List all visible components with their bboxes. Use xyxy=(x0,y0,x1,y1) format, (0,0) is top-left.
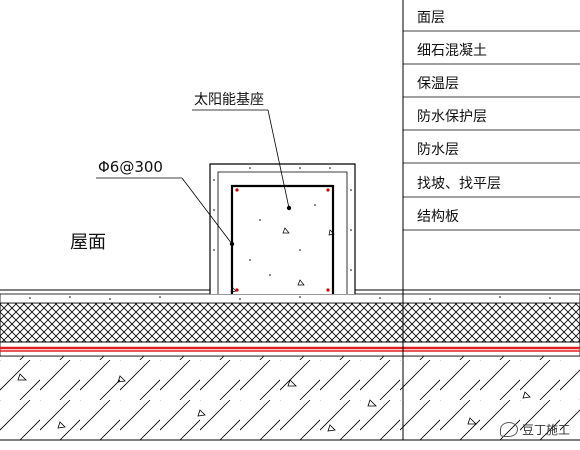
solar-base-inner-outline xyxy=(217,171,348,294)
layer-label-4: 防水层 xyxy=(417,142,459,158)
rebar-leader-dot xyxy=(229,241,235,247)
base-concrete-speckles xyxy=(213,167,352,276)
layer-label-6: 结构板 xyxy=(417,209,459,225)
slab-aggregate-marks xyxy=(17,373,531,432)
base-label-leader-diag xyxy=(267,109,290,209)
solar-base-outline xyxy=(209,163,356,294)
watermark-text: 豆丁施工 xyxy=(521,423,570,437)
insulation-layer xyxy=(0,302,580,343)
layer-label-3: 防水保护层 xyxy=(417,109,487,125)
rebar-label-leader-diag xyxy=(181,177,233,245)
base-leader-dot xyxy=(286,205,292,211)
structural-slab xyxy=(0,356,580,440)
finish-layer-speckles xyxy=(29,296,551,300)
rebar-hooks xyxy=(235,188,330,292)
rebar-label: Φ6@300 xyxy=(98,158,163,176)
wechat-icon xyxy=(499,422,518,437)
watermark: 豆丁施工 xyxy=(499,421,570,438)
rebar-stirrup xyxy=(230,184,335,294)
layer-legend xyxy=(403,30,580,231)
layer-label-5: 找坡、找平层 xyxy=(417,176,501,192)
layer-label-0: 面层 xyxy=(417,10,445,26)
roof-label: 屋面 xyxy=(70,232,106,253)
layer-label-1: 细石混凝土 xyxy=(417,43,487,59)
fine-concrete-layer xyxy=(0,293,580,304)
layer-label-2: 保温层 xyxy=(417,76,459,92)
base-label: 太阳能基座 xyxy=(194,91,264,108)
